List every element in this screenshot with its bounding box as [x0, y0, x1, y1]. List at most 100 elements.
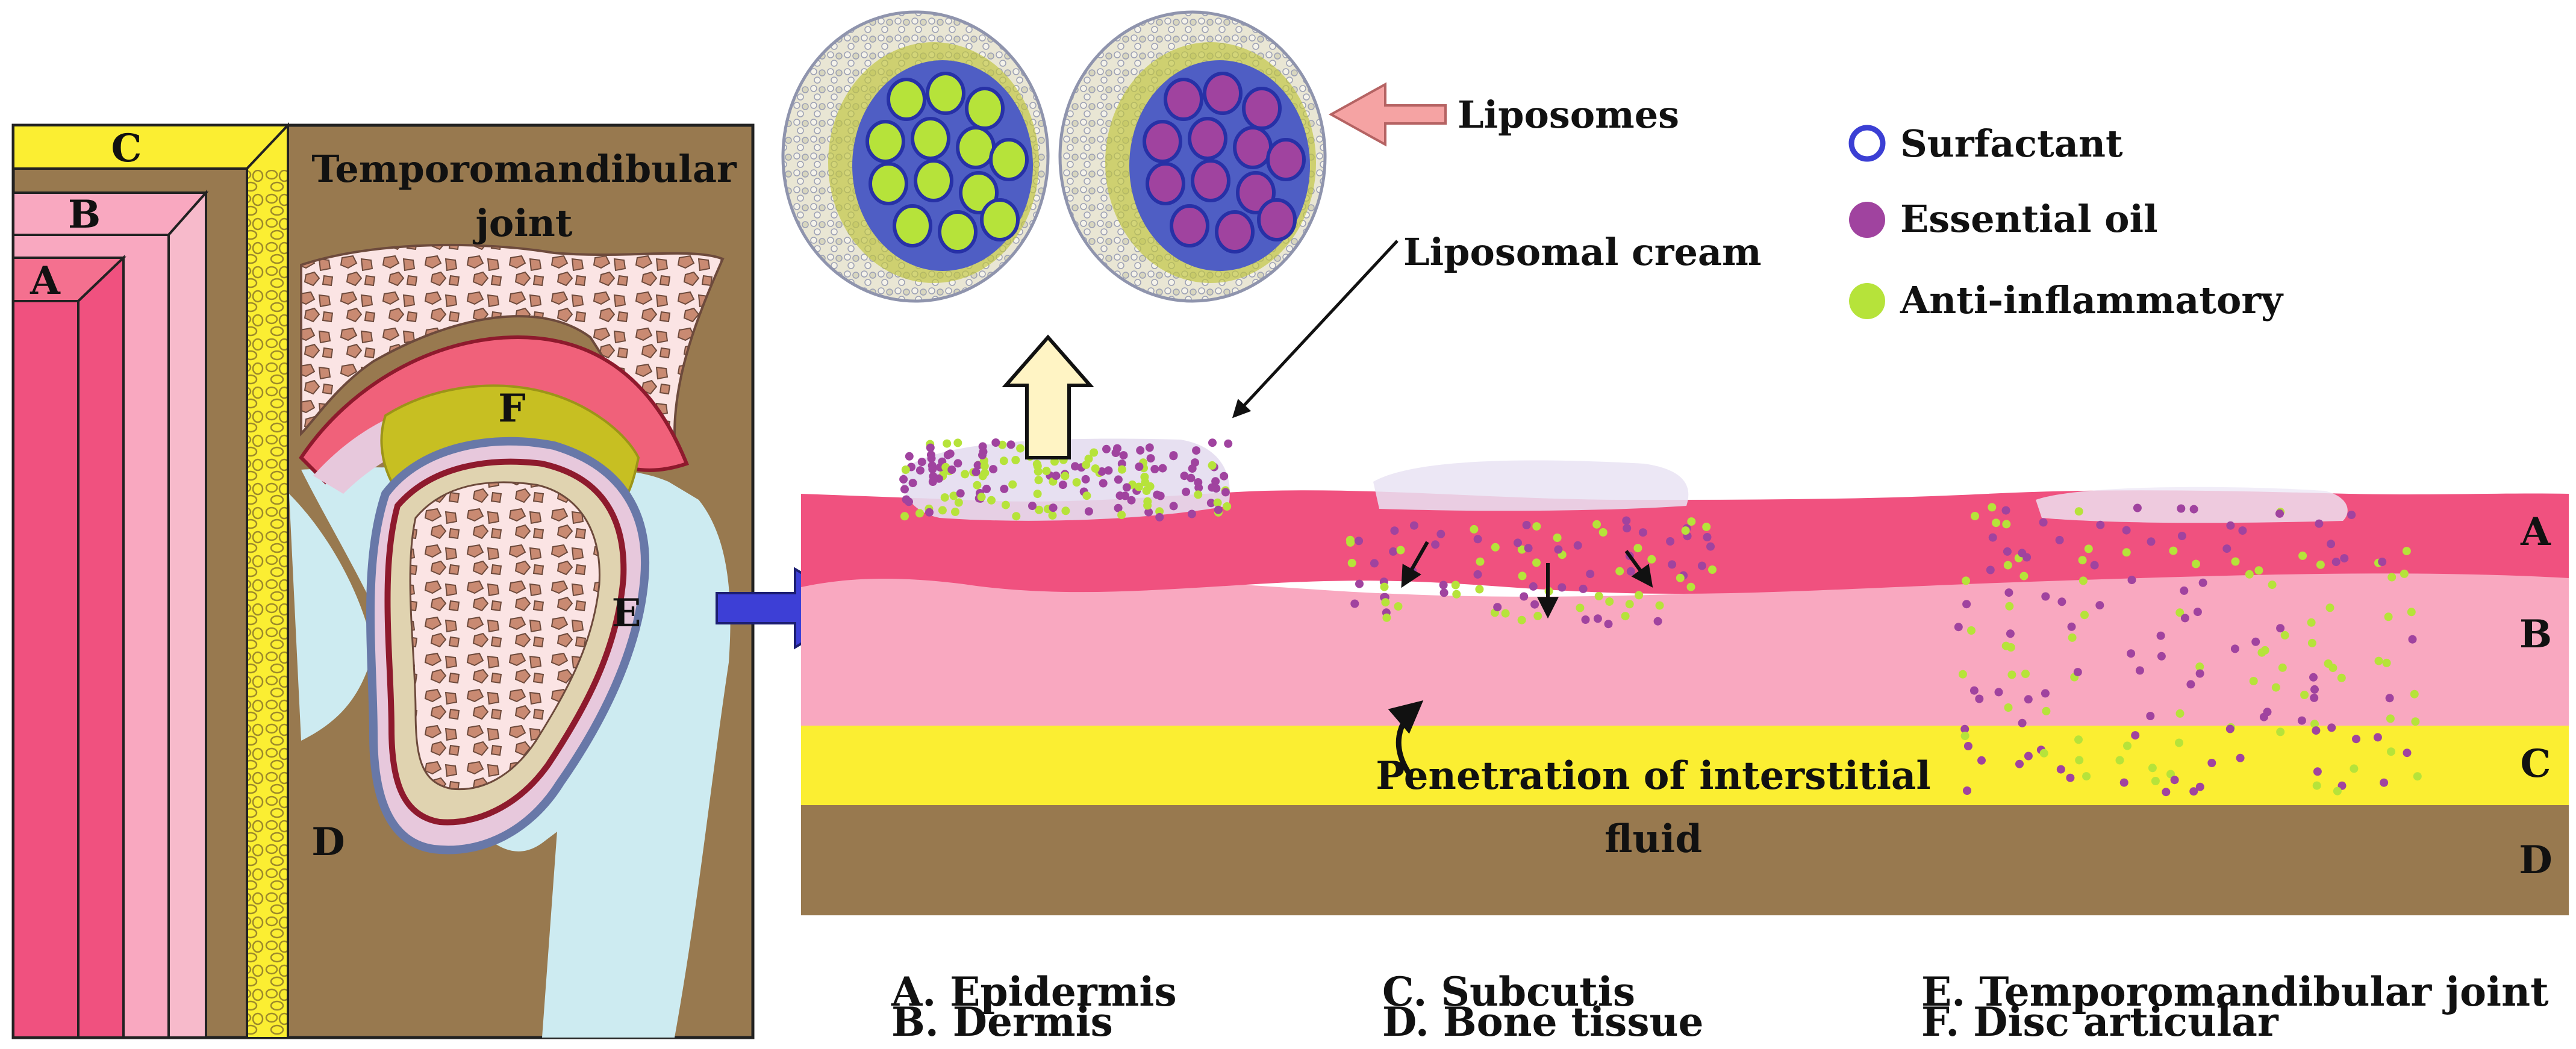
particle-dot [2024, 695, 2033, 704]
particle-dot [2310, 720, 2319, 729]
particle-dot [2122, 526, 2131, 535]
particle-dot [2226, 521, 2235, 530]
particle-dot [1082, 491, 1091, 500]
particle-dot [2004, 703, 2013, 712]
key-epidermis: A. Epidermis [891, 968, 1177, 1015]
particle-dot [1625, 600, 1634, 609]
particle-dot [917, 458, 926, 467]
particle-dot [2222, 544, 2231, 553]
particle-dot [2057, 597, 2066, 606]
particle-dot [1581, 615, 1590, 624]
cream-blob-3 [2036, 487, 2348, 523]
particle-dot [1579, 584, 1588, 593]
particle-dot [2400, 569, 2409, 578]
particle-dot [2378, 558, 2387, 566]
particle-dot [1439, 581, 1448, 590]
particle-dot [2386, 714, 2395, 723]
particle-dot [908, 479, 917, 488]
particle-dot [2039, 749, 2048, 758]
particle-dot [1452, 590, 1461, 599]
particle-dot [2387, 573, 2397, 582]
liposome-left [781, 10, 1050, 303]
particles [899, 438, 2422, 797]
particle-dot [1035, 505, 1044, 514]
particle-dot [987, 496, 996, 505]
particle-dot [2175, 738, 2183, 747]
particle-dot [938, 506, 947, 515]
particle-dot [927, 454, 936, 463]
liposome-core [965, 87, 1005, 130]
particle-dot [2024, 752, 2033, 761]
particle-dot [2175, 709, 2185, 718]
particle-dot [2041, 689, 2050, 698]
particle-dot [1977, 756, 1986, 765]
particle-dot [2331, 558, 2341, 567]
particle-dot [2298, 551, 2307, 560]
particle-dot [2080, 611, 2089, 620]
particle-dot [978, 450, 987, 459]
liposome-core [1191, 159, 1230, 202]
liposome-right [1058, 10, 1327, 303]
particle-dot [2327, 723, 2336, 732]
particle-dot [2175, 608, 2185, 617]
particle-dot [2021, 670, 2030, 678]
skin-tag-c: C [2521, 741, 2551, 786]
particle-dot [1514, 538, 1522, 547]
layer-c-fat-strip [248, 170, 287, 1037]
particle-dot [2133, 503, 2142, 512]
particle-dot [1436, 529, 1445, 538]
particle-dot [1962, 600, 1971, 609]
particle-dot [2068, 633, 2077, 642]
particle-dot [1072, 478, 1081, 487]
particle-dot [1518, 571, 1527, 581]
particle-dot [1517, 615, 1526, 624]
particle-dot [2005, 602, 2014, 611]
particle-dot [2066, 773, 2075, 782]
legend-anti-inflammatory: Anti-inflammatory [1900, 278, 2284, 322]
particle-dot [991, 438, 1000, 447]
particle-dot [1117, 511, 1126, 520]
particle-dot [2278, 663, 2287, 672]
particle-dot [1529, 582, 1538, 591]
particle-dot [1187, 473, 1196, 482]
particle-dot [1532, 558, 1541, 567]
particle-dot [1598, 528, 1608, 537]
particle-dot [1143, 501, 1152, 510]
particle-dot [1954, 623, 1963, 632]
liposome-left-cores [865, 72, 1029, 254]
particle-dot [925, 508, 934, 517]
particle-dot [2170, 776, 2179, 785]
particle-dot [1706, 542, 1715, 551]
particle-dot [2307, 638, 2316, 647]
tag-e: E [612, 591, 641, 636]
particle-dot [1676, 573, 1685, 582]
particle-dot [2402, 547, 2411, 556]
particle-dot [2387, 747, 2395, 756]
particle-dot [1992, 518, 2001, 528]
dermis-layer [801, 566, 2569, 726]
liposome-core [887, 78, 926, 121]
particle-dot [1115, 491, 1124, 500]
particle-dot [2238, 526, 2247, 535]
liposome-core [1146, 162, 1185, 205]
particle-dot [1370, 559, 1379, 568]
particle-dot [2189, 505, 2198, 514]
particle-dot [2307, 618, 2316, 627]
particle-dot [1155, 512, 1164, 521]
particle-dot [1635, 591, 1644, 600]
particle-dot [1169, 502, 1178, 511]
particle-dot [2312, 781, 2321, 790]
particle-dot [1501, 609, 1510, 618]
particle-dot [2084, 544, 2093, 553]
particle-dot [1381, 598, 1390, 607]
particle-dot [1971, 512, 1979, 520]
particle-dot [1144, 508, 1153, 517]
particle-dot [1099, 479, 1108, 488]
particle-dot [1001, 500, 1010, 509]
particle-dot [2195, 782, 2204, 791]
particle-dot [1355, 579, 1364, 588]
particle-dot [2385, 694, 2394, 703]
liposome-core [1143, 120, 1182, 163]
particle-dot [981, 468, 990, 478]
